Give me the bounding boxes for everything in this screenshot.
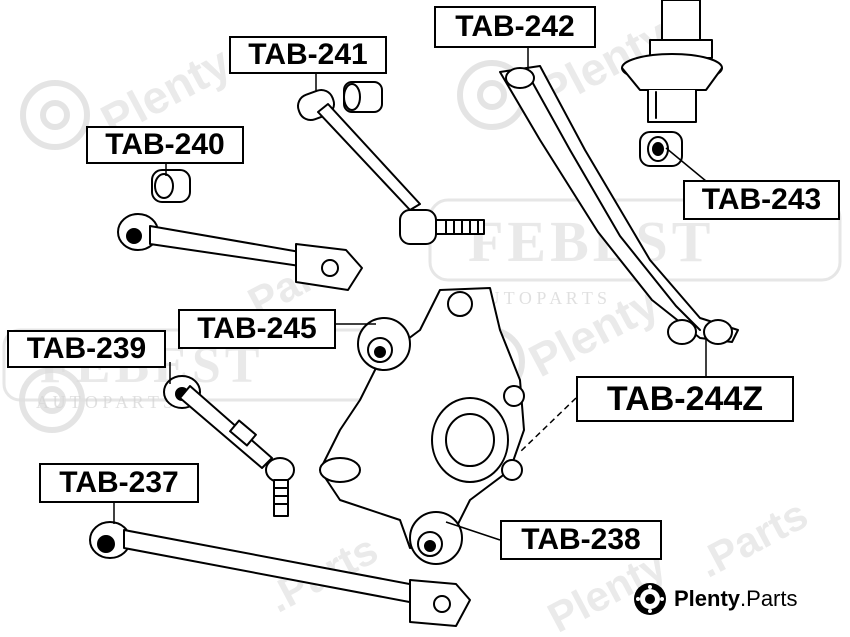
- brand-logo[interactable]: Plenty.Parts: [632, 579, 798, 619]
- shock-absorber: [621, 0, 723, 123]
- knuckle: [319, 287, 525, 549]
- tab-241-bushing: [343, 81, 383, 113]
- part-label-text: TAB-243: [701, 183, 822, 216]
- brand-logo-text: Plenty.Parts: [674, 586, 798, 612]
- part-label-text: TAB-237: [59, 466, 179, 499]
- tab-242-control-arm: [499, 65, 739, 345]
- tab-240-arm: [117, 213, 363, 291]
- watermark-febest-subtext: A U T O P A R T S: [470, 288, 608, 308]
- part-label-text: TAB-245: [197, 312, 317, 345]
- part-label-tab-240[interactable]: TAB-240: [86, 126, 244, 164]
- tab-241-arm: [297, 89, 485, 245]
- tab-240-bushing: [151, 169, 191, 203]
- tab-238-bushing: [409, 511, 463, 565]
- brand-name: Plenty: [674, 586, 741, 611]
- brand-suffix: .Parts: [740, 586, 798, 611]
- leader-line-tab-238: [445, 521, 501, 541]
- part-label-tab-241[interactable]: TAB-241: [229, 36, 387, 74]
- part-label-tab-245[interactable]: TAB-245: [178, 309, 336, 349]
- part-label-text: TAB-239: [26, 332, 147, 365]
- part-label-tab-243[interactable]: TAB-243: [683, 180, 840, 220]
- part-label-text: TAB-238: [521, 523, 641, 556]
- leader-line-tab-244z-hidden: [519, 397, 577, 453]
- tab-243-bushing: [639, 131, 683, 167]
- part-label-tab-238[interactable]: TAB-238: [500, 520, 662, 560]
- gear-disc-icon: [634, 583, 666, 615]
- part-label-text: TAB-244Z: [606, 380, 764, 418]
- tab-237-arm: [89, 521, 471, 627]
- part-label-tab-239[interactable]: TAB-239: [7, 330, 166, 368]
- tab-245-bushing: [357, 317, 411, 371]
- watermark-febest-subtext: A U T O P A R T S: [36, 392, 174, 412]
- part-label-text: TAB-241: [248, 38, 368, 71]
- part-label-text: TAB-240: [105, 128, 225, 161]
- part-label-tab-244z[interactable]: TAB-244Z: [576, 376, 794, 422]
- part-label-text: TAB-242: [455, 10, 575, 43]
- leader-line-tab-243: [665, 147, 713, 187]
- part-label-tab-237[interactable]: TAB-237: [39, 463, 199, 503]
- part-label-tab-242[interactable]: TAB-242: [434, 6, 596, 48]
- tab-239-arm: [163, 375, 295, 517]
- leader-lines: [113, 46, 713, 541]
